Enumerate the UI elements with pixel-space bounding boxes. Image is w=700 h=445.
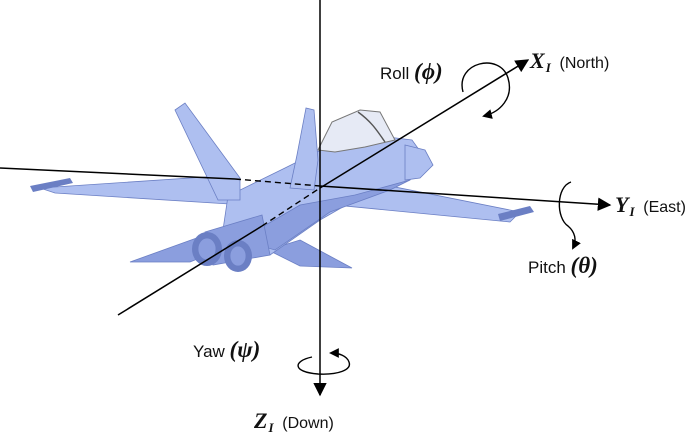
- roll-label: Roll (ϕ): [380, 60, 443, 83]
- x-axis-arrow: [319, 59, 530, 189]
- pitch-name: Pitch: [528, 258, 566, 277]
- roll-rotation-arrow: [461, 62, 511, 119]
- fuselage-shadow: [238, 179, 411, 251]
- y-axis-dashed-segment: [234, 178, 321, 187]
- left-vertical-tail: [174, 102, 241, 201]
- right-vertical-tail: [289, 107, 319, 191]
- z-axis-direction: (Down): [282, 415, 334, 432]
- pitch-label: Pitch (θ): [528, 254, 598, 277]
- y-axis-subscript: I: [629, 204, 635, 219]
- x-axis-subscript: I: [545, 60, 551, 75]
- yaw-symbol: (ψ): [229, 337, 261, 362]
- yaw-label: Yaw (ψ): [193, 338, 260, 361]
- pitch-rotation-arrow: [558, 181, 581, 250]
- y-axis-left-segment: [0, 167, 236, 180]
- right-wingtip-missile: [498, 206, 534, 221]
- y-axis-letter: Y: [615, 192, 629, 217]
- canopy-frame: [357, 111, 386, 143]
- y-axis-direction: (East): [643, 199, 686, 216]
- z-axis-label: ZI (Down): [254, 408, 334, 435]
- roll-symbol: (ϕ): [414, 59, 443, 84]
- yaw-rotation-arrow: [297, 348, 351, 375]
- x-axis-dashed-segment: [261, 187, 321, 227]
- engine-nozzles: [192, 214, 271, 272]
- pitch-symbol: (θ): [570, 253, 598, 278]
- x-axis-direction: (North): [559, 55, 610, 72]
- axes: [0, 0, 612, 397]
- left-wingtip-missile: [30, 178, 73, 192]
- y-axis-arrow: [319, 185, 612, 211]
- z-axis-letter: Z: [254, 408, 268, 433]
- nose: [404, 144, 434, 181]
- y-axis-label: YI (East): [615, 192, 686, 219]
- aircraft-illustration: [30, 102, 534, 272]
- x-axis-tail-segment: [117, 225, 263, 316]
- canopy: [317, 109, 396, 153]
- yaw-name: Yaw: [193, 342, 225, 361]
- z-axis-subscript: I: [268, 420, 274, 435]
- roll-name: Roll: [380, 64, 410, 83]
- x-axis-label: XI (North): [530, 48, 610, 75]
- x-axis-letter: X: [530, 48, 545, 73]
